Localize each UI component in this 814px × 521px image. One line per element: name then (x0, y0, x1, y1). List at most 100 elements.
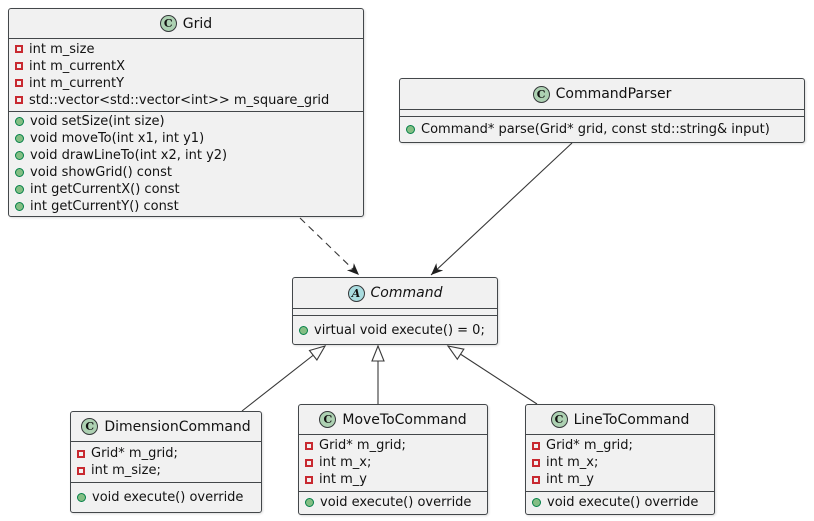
method-text: void setSize(int size) (30, 113, 165, 129)
method-text: void execute() override (320, 495, 472, 511)
method-row: void setSize(int size) (9, 113, 363, 130)
field-text: int m_size; (91, 463, 161, 478)
field-row: int m_x; (526, 454, 714, 471)
method-row: void execute() override (299, 494, 487, 511)
method-text: void execute() override (92, 490, 244, 505)
public-visibility-icon (15, 184, 24, 194)
method-row: void showGrid() const (9, 164, 363, 181)
field-row: int m_y (299, 471, 487, 488)
field-text: Grid* m_grid; (319, 438, 406, 454)
method-row: void moveTo(int x1, int y1) (9, 130, 363, 147)
methods-compartment: void execute() override (299, 490, 487, 515)
methods-compartment: void execute() override (526, 490, 714, 515)
class-icon: C (159, 15, 177, 32)
field-row: int m_y (526, 471, 714, 488)
private-visibility-icon (77, 466, 85, 475)
fields-compartment: int m_size int m_currentX int m_currentY… (9, 38, 363, 111)
field-row: int m_size (9, 41, 363, 58)
method-text: void showGrid() const (30, 164, 173, 180)
private-visibility-icon (15, 45, 23, 54)
field-text: int m_y (546, 472, 594, 488)
class-icon: C (81, 418, 99, 435)
field-text: int m_size (29, 41, 95, 57)
method-row: void drawLineTo(int x2, int y2) (9, 147, 363, 164)
class-icon: C (319, 411, 337, 428)
private-visibility-icon (532, 475, 540, 484)
dependency-edge-commandparser-to-command (430, 142, 573, 276)
public-visibility-icon (15, 150, 24, 160)
public-visibility-icon (305, 498, 314, 508)
class-name: CommandParser (555, 86, 672, 102)
methods-compartment: Command* parse(Grid* grid, const std::st… (400, 116, 804, 142)
class-header-linetocommand: C LineToCommand (526, 405, 714, 434)
field-row: int m_x; (299, 454, 487, 471)
private-visibility-icon (15, 79, 23, 88)
private-visibility-icon (77, 449, 85, 458)
method-text: void drawLineTo(int x2, int y2) (30, 147, 228, 163)
method-text: virtual void execute() = 0; (314, 322, 485, 338)
class-name: DimensionCommand (104, 418, 251, 435)
method-text: Command* parse(Grid* grid, const std::st… (421, 122, 770, 137)
inheritance-edge-dimensioncommand-to-command (241, 345, 327, 412)
method-row: int getCurrentY() const (9, 198, 363, 215)
method-row: virtual void execute() = 0; (293, 322, 497, 339)
inheritance-edge-linetocommand-to-command (446, 345, 538, 405)
public-visibility-icon (406, 125, 415, 134)
class-box-movetocommand: C MoveToCommand Grid* m_grid; int m_x; i… (298, 404, 488, 515)
field-row: int m_size; (71, 462, 261, 479)
class-name: LineToCommand (573, 411, 690, 428)
class-icon: C (532, 85, 550, 103)
field-text: int m_x; (546, 455, 599, 471)
field-row: int m_currentY (9, 75, 363, 92)
field-text: std::vector<std::vector<int>> m_square_g… (29, 92, 330, 108)
field-row: Grid* m_grid; (299, 437, 487, 454)
class-header-movetocommand: C MoveToCommand (299, 405, 487, 434)
class-box-commandparser: C CommandParser Command* parse(Grid* gri… (399, 78, 805, 143)
fields-compartment-empty (400, 109, 804, 116)
method-row: Command* parse(Grid* grid, const std::st… (400, 121, 804, 138)
field-text: int m_currentY (29, 75, 125, 91)
method-text: int getCurrentY() const (30, 198, 179, 214)
abstract-class-icon: A (347, 284, 365, 302)
dependency-edge-grid-to-command (299, 217, 360, 276)
method-row: void execute() override (526, 494, 714, 511)
field-text: Grid* m_grid; (91, 446, 178, 461)
class-icon: C (550, 411, 568, 428)
method-row: int getCurrentX() const (9, 181, 363, 198)
public-visibility-icon (77, 493, 86, 502)
class-header-commandparser: C CommandParser (400, 79, 804, 109)
private-visibility-icon (305, 475, 313, 484)
public-visibility-icon (299, 325, 308, 335)
methods-compartment: virtual void execute() = 0; (293, 315, 497, 344)
class-box-linetocommand: C LineToCommand Grid* m_grid; int m_x; i… (525, 404, 715, 515)
field-row: Grid* m_grid; (71, 445, 261, 462)
class-box-command: A Command virtual void execute() = 0; (292, 277, 498, 345)
class-name: Grid (182, 15, 213, 32)
public-visibility-icon (532, 498, 541, 508)
public-visibility-icon (15, 167, 24, 177)
public-visibility-icon (15, 116, 24, 126)
field-text: Grid* m_grid; (546, 438, 633, 454)
field-text: int m_currentX (29, 58, 126, 74)
method-text: void execute() override (547, 495, 699, 511)
private-visibility-icon (305, 458, 313, 467)
field-text: int m_x; (319, 455, 372, 471)
private-visibility-icon (305, 441, 313, 450)
class-box-dimensioncommand: C DimensionCommand Grid* m_grid; int m_s… (70, 411, 262, 513)
private-visibility-icon (532, 441, 540, 450)
fields-compartment-empty (293, 308, 497, 315)
private-visibility-icon (532, 458, 540, 467)
class-name: MoveToCommand (342, 411, 467, 428)
class-box-grid: C Grid int m_size int m_currentX int m_c… (8, 8, 364, 217)
field-row: std::vector<std::vector<int>> m_square_g… (9, 92, 363, 109)
field-row: int m_currentX (9, 58, 363, 75)
class-name: Command (370, 285, 443, 301)
methods-compartment: void setSize(int size) void moveTo(int x… (9, 110, 363, 216)
field-text: int m_y (319, 472, 367, 488)
class-header-command: A Command (293, 278, 497, 308)
public-visibility-icon (15, 201, 24, 211)
methods-compartment: void execute() override (71, 482, 261, 512)
fields-compartment: Grid* m_grid; int m_size; (71, 441, 261, 482)
method-text: void moveTo(int x1, int y1) (30, 130, 205, 146)
fields-compartment: Grid* m_grid; int m_x; int m_y (526, 434, 714, 491)
